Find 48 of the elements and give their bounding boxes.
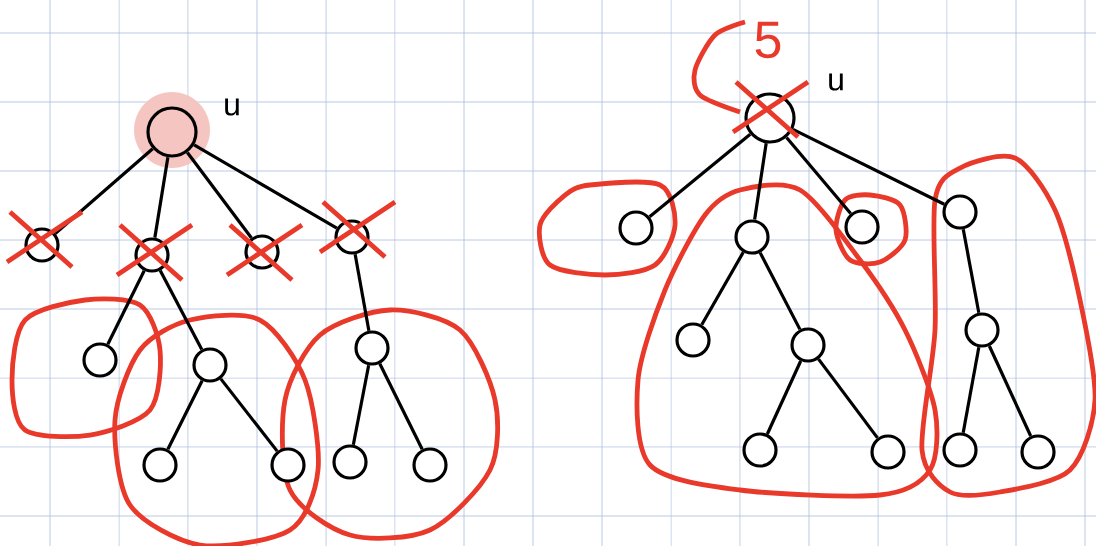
tree-node: [412, 447, 448, 483]
tree-node: [870, 434, 906, 470]
tree-node: [942, 432, 978, 468]
tree-edge: [700, 251, 745, 326]
tree-edge: [817, 358, 879, 439]
tree-node: [146, 106, 198, 158]
tree-node: [332, 444, 368, 480]
node-label: 5: [755, 21, 781, 59]
tree-node: [82, 342, 118, 378]
tree-edge: [158, 269, 204, 351]
tree-edge: [353, 254, 371, 331]
tree-edge: [765, 360, 803, 435]
tree-node: [734, 219, 770, 255]
tree-edge: [792, 127, 945, 206]
node-label: u: [225, 98, 239, 116]
tree-edge: [153, 157, 170, 238]
tree-edge: [186, 151, 253, 239]
tree-edge: [987, 345, 1033, 437]
tree-edge: [648, 133, 752, 219]
tree-edge: [785, 136, 852, 215]
tree-node: [354, 330, 390, 366]
tree-node: [742, 432, 778, 468]
tree-edge: [378, 363, 424, 450]
tree-node: [1020, 434, 1056, 470]
tree-node: [134, 237, 170, 273]
tree-node: [192, 347, 228, 383]
tree-edge: [351, 365, 371, 446]
tree-node: [270, 447, 306, 483]
tree-node: [244, 234, 280, 270]
tree-node: [675, 322, 711, 358]
tree-node: [744, 92, 796, 144]
tree-edge: [753, 143, 768, 220]
tree-node: [142, 447, 178, 483]
tree-edge: [166, 380, 204, 450]
tree-node: [844, 209, 880, 245]
tree-edge: [106, 270, 146, 345]
tree-node: [942, 194, 978, 230]
tree-edge: [219, 377, 279, 453]
tree-node: [618, 210, 654, 246]
tree-node: [334, 219, 370, 255]
tree-node: [964, 312, 1000, 348]
tree-edge: [758, 251, 802, 331]
tree-node: [24, 227, 60, 263]
tree-node: [790, 327, 826, 363]
tree-edge: [961, 347, 981, 433]
node-label: u: [829, 73, 843, 91]
tree-edge: [193, 143, 338, 230]
tree-edge: [961, 229, 981, 313]
